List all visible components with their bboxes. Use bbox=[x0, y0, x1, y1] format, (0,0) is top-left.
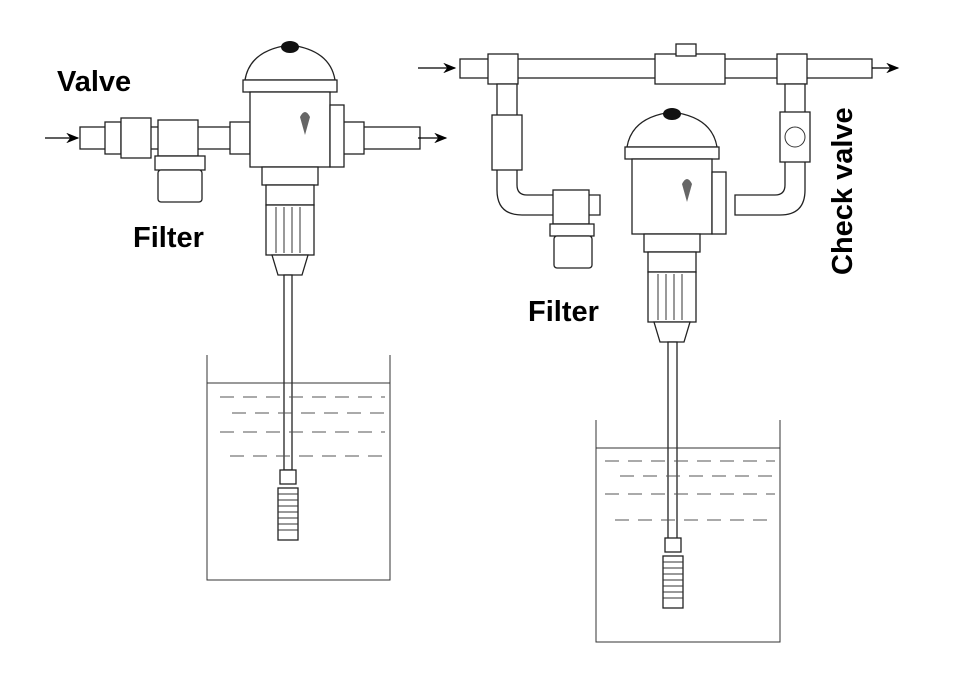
valve-label: Valve bbox=[57, 66, 132, 98]
right-installation bbox=[418, 43, 900, 643]
union bbox=[229, 121, 251, 155]
strainer-right bbox=[662, 537, 684, 609]
filter-right bbox=[549, 189, 595, 269]
tank-right bbox=[595, 420, 781, 643]
filter-left bbox=[154, 119, 206, 203]
valve-right bbox=[491, 114, 523, 171]
tee-left bbox=[487, 53, 519, 85]
strainer-left bbox=[277, 469, 299, 541]
tank-left bbox=[206, 355, 391, 581]
filter-label-left: Filter bbox=[133, 222, 204, 254]
suction-tube bbox=[283, 274, 293, 471]
bypass-inlet-pipe bbox=[496, 83, 601, 216]
valve bbox=[104, 117, 152, 159]
filter-label-right: Filter bbox=[528, 296, 599, 328]
tee-right bbox=[776, 53, 808, 85]
check-valve-label: Check valve bbox=[827, 107, 859, 275]
left-installation bbox=[45, 40, 421, 581]
suction-tube bbox=[667, 341, 678, 543]
dosing-pump-right bbox=[624, 107, 727, 343]
union bbox=[341, 121, 365, 155]
bypass-valve bbox=[654, 43, 726, 85]
dosing-pump-left bbox=[242, 40, 345, 276]
